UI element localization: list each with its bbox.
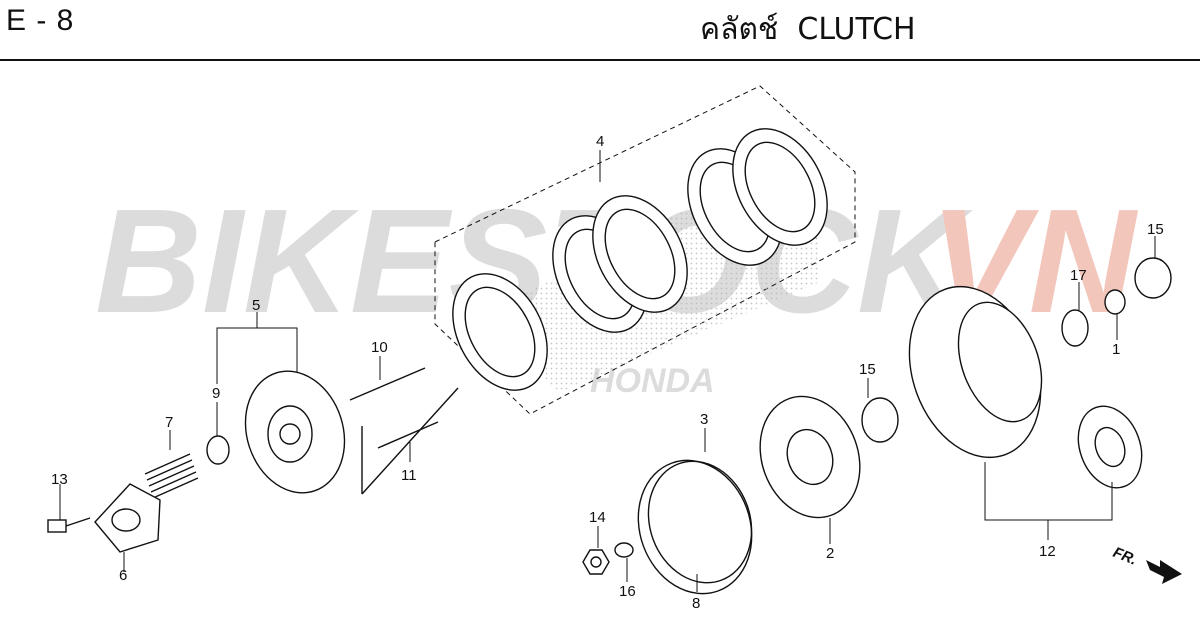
callout-6: 6 (119, 567, 127, 584)
callout-14: 14 (589, 509, 606, 526)
callout-10: 10 (371, 339, 388, 356)
lifter-rods (349, 367, 459, 495)
lifter-plate (94, 483, 161, 553)
callout-7: 7 (165, 414, 173, 431)
callout-16: 16 (619, 583, 636, 600)
washer (614, 542, 634, 558)
callout-1: 1 (1112, 341, 1120, 358)
collar (1104, 289, 1126, 315)
callout-5: 5 (252, 297, 260, 314)
clutch-center (759, 395, 861, 519)
callout-4: 4 (596, 133, 604, 150)
clutch-friction-plates (452, 128, 828, 391)
callout-3: 3 (700, 411, 708, 428)
callout-15-lower: 15 (859, 361, 876, 378)
needle-bearing (1061, 309, 1089, 347)
section-code: E - 8 (6, 4, 75, 37)
callout-2: 2 (826, 545, 834, 562)
thrust-washer (861, 397, 899, 443)
callout-17: 17 (1070, 267, 1087, 284)
callout-13: 13 (51, 471, 68, 488)
leader-lines (59, 150, 1156, 592)
thrust-washer-upper (1134, 257, 1172, 299)
lock-nut (582, 549, 610, 575)
pressure-plate (244, 370, 346, 494)
exploded-view-diagram: BIKESTOCK VN HONDA (47, 85, 1182, 612)
circlip (206, 435, 230, 465)
title-english: CLUTCH (797, 12, 916, 47)
header-divider (0, 59, 1200, 61)
callout-12: 12 (1039, 543, 1056, 560)
callout-8: 8 (692, 595, 700, 612)
arrow-down-right-icon (1146, 560, 1182, 584)
title-thai: คลัตช์ (700, 12, 779, 47)
bolt (47, 517, 91, 533)
section-title: คลัตช์ CLUTCH (700, 6, 916, 53)
callout-11: 11 (401, 467, 417, 484)
o-rings (637, 459, 753, 595)
callout-numbers: 1 2 3 4 5 6 7 8 9 10 11 12 13 14 15 15 1… (51, 133, 1164, 612)
front-direction-indicator: FR. (1111, 544, 1182, 584)
callout-15-upper: 15 (1147, 221, 1164, 238)
front-label: FR. (1111, 544, 1140, 569)
callout-9: 9 (212, 385, 220, 402)
clutch-spring (144, 453, 199, 499)
plate-stack-outline (434, 85, 856, 415)
clutch-outer (908, 285, 1143, 489)
